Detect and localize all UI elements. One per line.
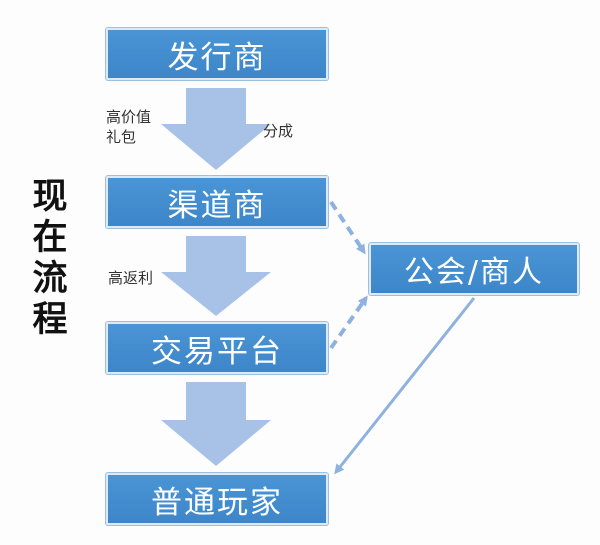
side-title: 现 在 流 程 — [26, 176, 74, 340]
edge-label-rebate: 高返利 — [108, 269, 154, 287]
edge-label-share: 分成 — [263, 122, 294, 140]
side-title-char: 现 — [32, 176, 68, 217]
node-platform: 交易平台 — [106, 322, 328, 374]
arrow-platform-to-players — [161, 382, 271, 466]
node-players: 普通玩家 — [106, 473, 328, 525]
node-guild: 公会/商人 — [369, 243, 579, 295]
edge-label-gift: 高价值 礼包 — [106, 108, 152, 146]
side-title-char: 流 — [32, 258, 68, 299]
side-title-char: 在 — [32, 217, 68, 258]
node-issuer: 发行商 — [106, 28, 328, 80]
dashed-arrow-channel-to-guild — [329, 200, 366, 255]
arrow-channel-to-platform — [161, 236, 271, 316]
side-title-char: 程 — [32, 299, 68, 340]
node-channel: 渠道商 — [106, 176, 328, 228]
arrow-issuer-to-channel — [161, 88, 271, 170]
dashed-arrow-platform-to-guild — [329, 295, 368, 350]
arrow-guild-to-players — [334, 297, 476, 475]
